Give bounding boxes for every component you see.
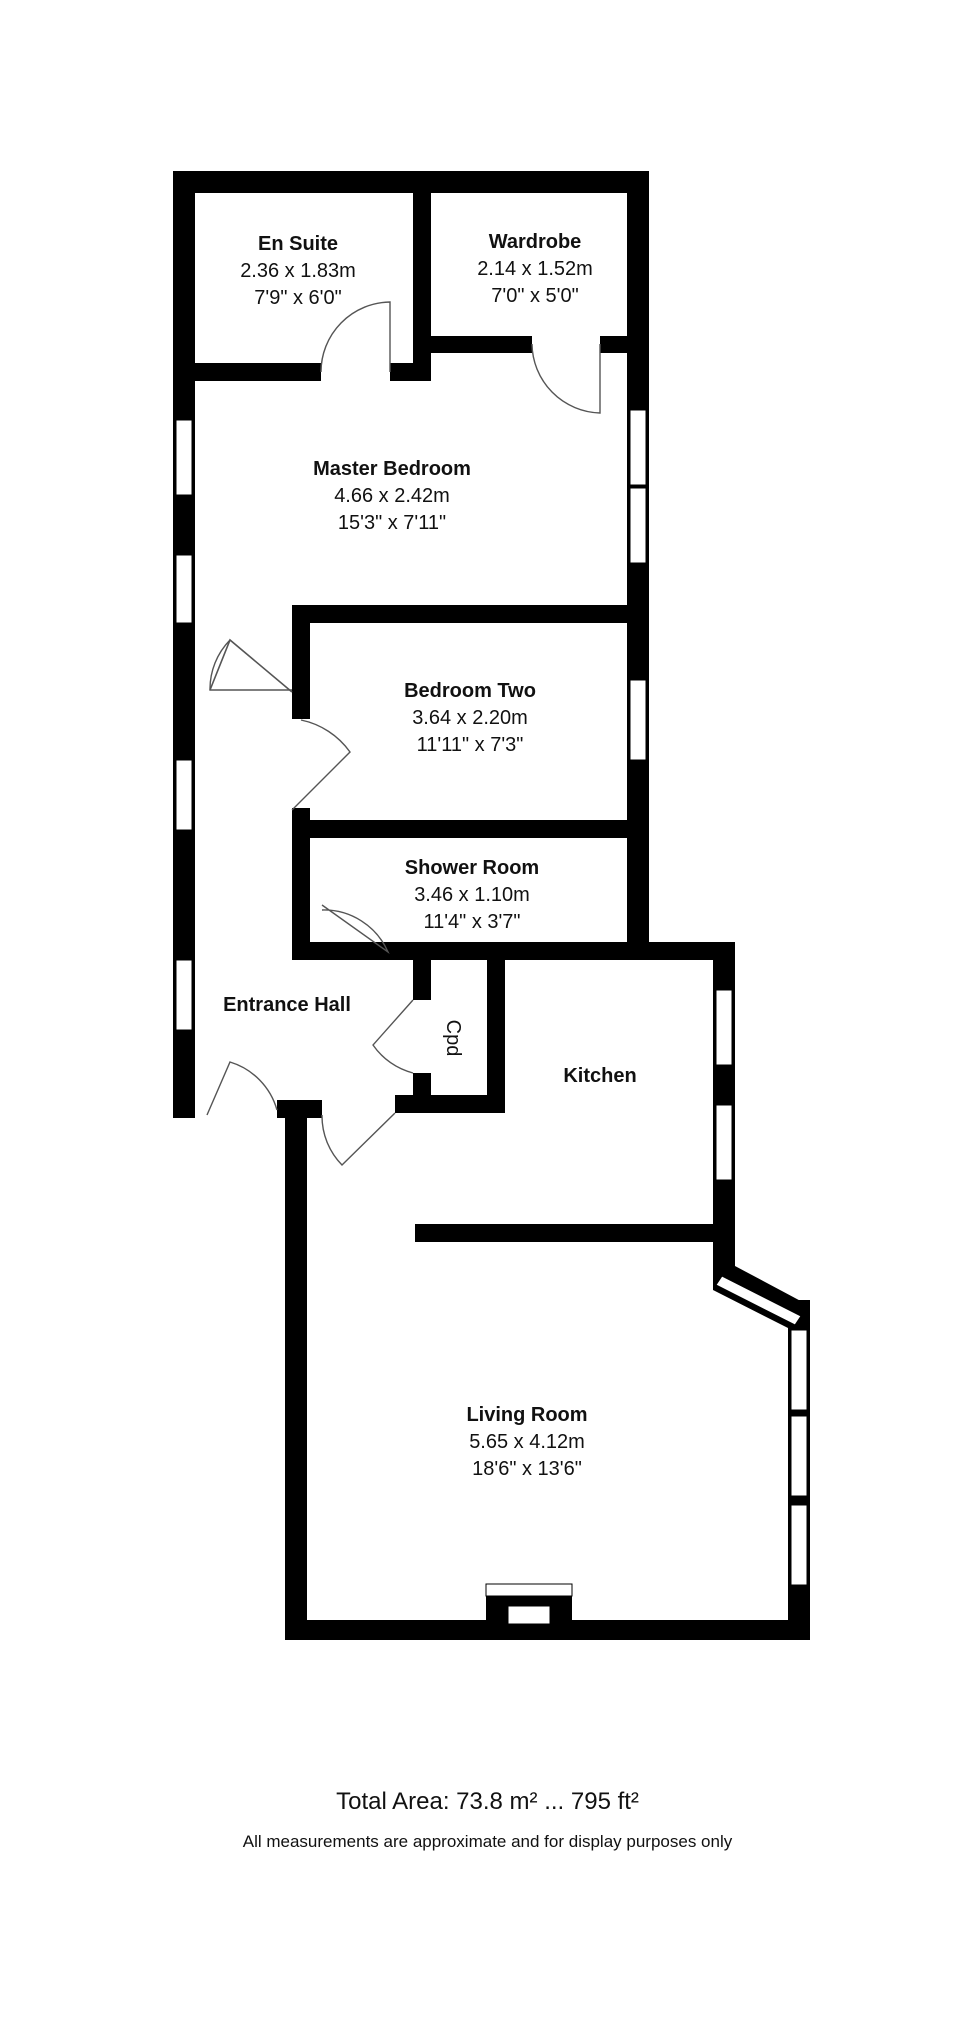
room-name-cupboard: Cpd — [442, 1020, 464, 1057]
room-dim-imperial-master-bedroom: 15'3" x 7'11" — [338, 512, 446, 534]
room-name-shower-room: Shower Room — [405, 857, 539, 879]
room-dim-imperial-bedroom-two: 11'11" x 7'3" — [417, 734, 524, 756]
room-dim-metric-shower-room: 3.46 x 1.10m — [414, 884, 530, 906]
disclaimer: All measurements are approximate and for… — [242, 1832, 733, 1851]
doors — [206, 301, 601, 1166]
room-name-en-suite: En Suite — [258, 233, 338, 255]
room-name-bedroom-two: Bedroom Two — [404, 680, 536, 702]
room-dim-metric-bedroom-two: 3.64 x 2.20m — [412, 707, 528, 729]
windows — [175, 409, 808, 1625]
room-dim-imperial-wardrobe: 7'0" x 5'0" — [491, 285, 578, 307]
room-dim-imperial-en-suite: 7'9" x 6'0" — [254, 287, 341, 309]
room-dim-metric-living-room: 5.65 x 4.12m — [469, 1431, 585, 1453]
room-name-wardrobe: Wardrobe — [489, 231, 582, 253]
room-dim-metric-en-suite: 2.36 x 1.83m — [240, 260, 356, 282]
room-dim-imperial-living-room: 18'6" x 13'6" — [472, 1458, 582, 1480]
room-name-kitchen: Kitchen — [563, 1065, 636, 1087]
room-name-entrance-hall: Entrance Hall — [223, 994, 351, 1016]
room-dim-metric-wardrobe: 2.14 x 1.52m — [477, 258, 593, 280]
labels: En Suite 2.36 x 1.83m 7'9" x 6'0" Wardro… — [223, 231, 637, 1480]
room-name-master-bedroom: Master Bedroom — [313, 458, 471, 480]
room-dim-metric-master-bedroom: 4.66 x 2.42m — [334, 485, 450, 507]
room-dim-imperial-shower-room: 11'4" x 3'7" — [423, 911, 520, 933]
total-area: Total Area: 73.8 m² ... 795 ft² — [336, 1788, 639, 1815]
floor-plan: En Suite 2.36 x 1.83m 7'9" x 6'0" Wardro… — [173, 171, 810, 1640]
room-name-living-room: Living Room — [466, 1404, 587, 1426]
